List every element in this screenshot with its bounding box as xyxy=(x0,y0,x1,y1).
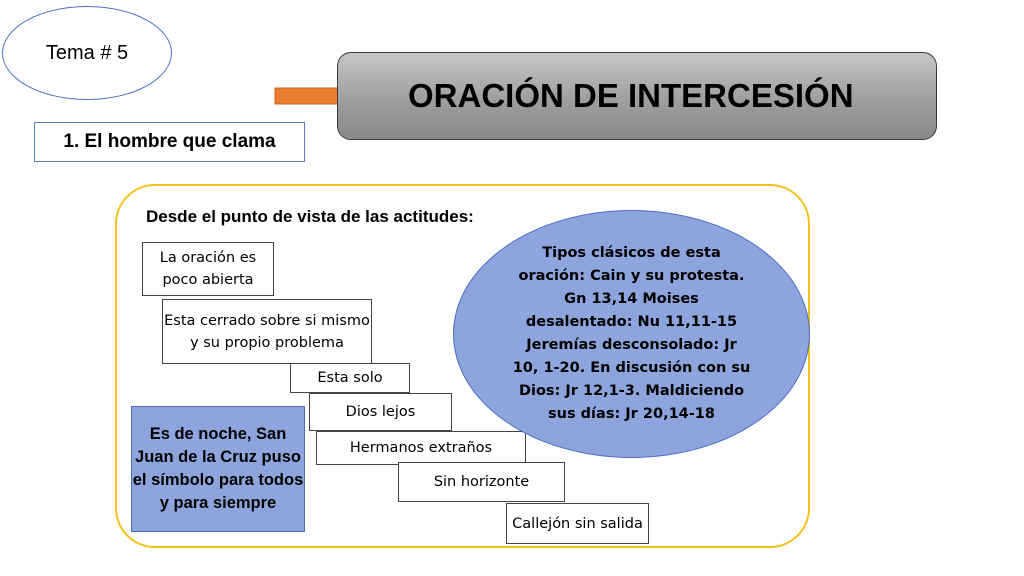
title-banner: ORACIÓN DE INTERCESIÓN xyxy=(337,52,937,140)
step-label: Callejón sin salida xyxy=(512,515,643,532)
page-title: ORACIÓN DE INTERCESIÓN xyxy=(408,77,854,114)
tema-oval: Tema # 5 xyxy=(2,6,172,100)
section-title: 1. El hombre que clama xyxy=(63,131,276,152)
night-symbol-text: Es de noche, San Juan de la Cruz puso el… xyxy=(132,425,304,512)
night-symbol-box: Es de noche, San Juan de la Cruz puso el… xyxy=(131,406,305,532)
step-box: Dios lejos xyxy=(309,393,452,431)
content-frame xyxy=(115,184,810,548)
tema-label: Tema # 5 xyxy=(45,41,129,64)
step-label: Esta cerrado sobre si mismo y su propio … xyxy=(164,312,370,351)
step-label: Hermanos extraños xyxy=(349,440,493,456)
classic-types-oval: Tipos clásicos de esta oración: Cain y s… xyxy=(453,210,810,458)
step-label: Sin horizonte xyxy=(433,474,530,490)
classic-types-text: Tipos clásicos de esta oración: Cain y s… xyxy=(512,245,751,422)
step-label: Dios lejos xyxy=(345,404,416,420)
step-box: Esta solo xyxy=(290,363,410,393)
section-title-box: 1. El hombre que clama xyxy=(34,122,305,162)
step-box: Esta cerrado sobre si mismo y su propio … xyxy=(162,299,372,364)
step-box: Callejón sin salida xyxy=(506,503,649,544)
step-box: Sin horizonte xyxy=(398,462,565,502)
step-label: Esta solo xyxy=(317,370,383,386)
step-label: La oración es poco abierta xyxy=(159,250,257,288)
step-box: La oración es poco abierta xyxy=(142,242,274,296)
step-box: Hermanos extraños xyxy=(316,431,526,465)
attitudes-heading: Desde el punto de vista de las actitudes… xyxy=(146,207,474,226)
